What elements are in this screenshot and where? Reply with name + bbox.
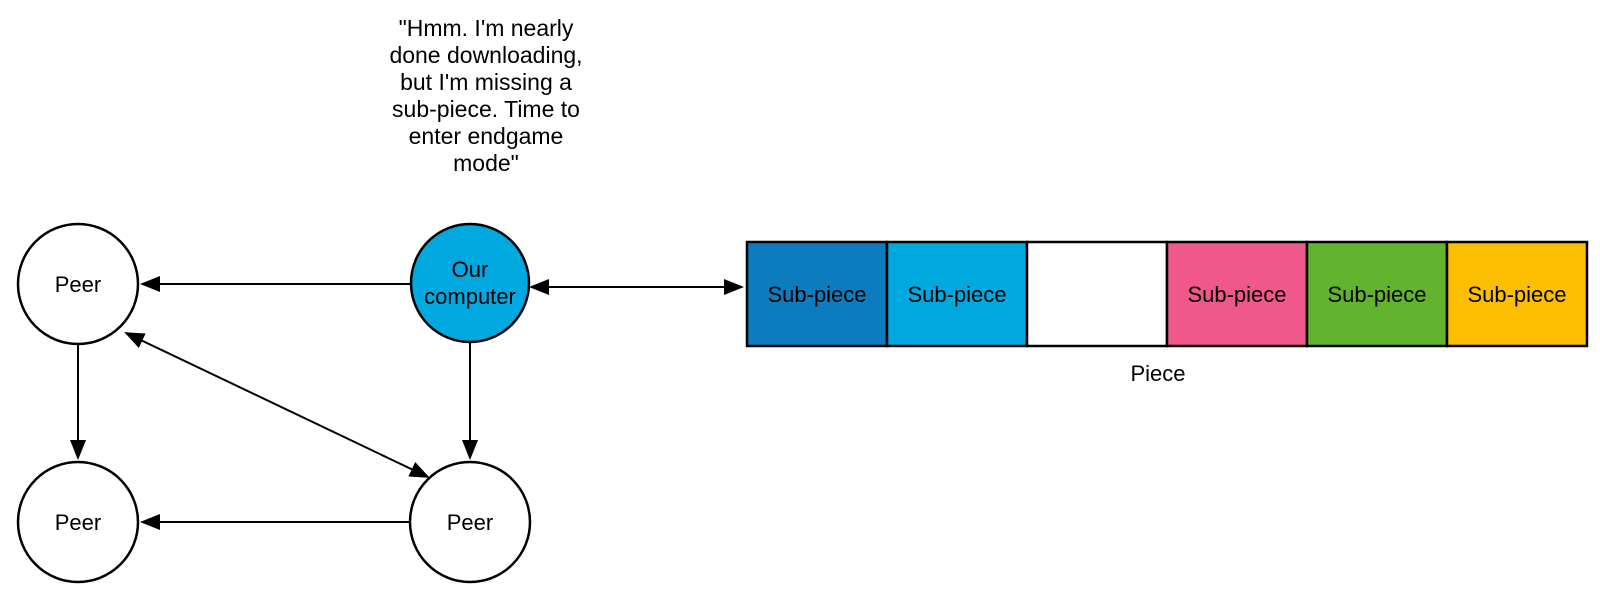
thought-line: but I'm missing a (400, 69, 572, 95)
arrow-peer-top-left-peer-bottom-right-bidirectional (124, 332, 430, 478)
sub-piece-label: Sub-piece (1327, 282, 1426, 307)
peer-circle (408, 460, 532, 584)
node-peer-bottom-left: Peer (16, 460, 140, 584)
sub-piece-label: Sub-piece (1467, 282, 1566, 307)
edges (70, 276, 744, 530)
sub-piece-segment-6 (1445, 240, 1589, 348)
peer-label: Peer (55, 272, 101, 297)
our-computer-label-line1: Our (452, 257, 489, 282)
node-peer-bottom-right: Peer (408, 460, 532, 584)
our-computer-label-line2: computer (424, 284, 516, 309)
piece-caption: Piece (1130, 361, 1185, 386)
sub-piece-segment-4 (1165, 240, 1309, 348)
our-computer-circle (409, 222, 531, 344)
peer-circle (16, 460, 140, 584)
sub-piece-label: Sub-piece (767, 282, 866, 307)
node-peer-top-left: Peer (16, 222, 140, 346)
peer-circle (16, 222, 140, 346)
missing-sub-piece-segment (1025, 240, 1169, 348)
sub-piece-label: Sub-piece (1187, 282, 1286, 307)
thought-line: "Hmm. I'm nearly (399, 15, 574, 41)
peer-label: Peer (55, 510, 101, 535)
thought-line: enter endgame (409, 123, 564, 149)
node-our-computer: Our computer (409, 222, 531, 344)
sub-piece-label: Sub-piece (907, 282, 1006, 307)
peer-label: Peer (447, 510, 493, 535)
piece-bar: Sub-piece Sub-piece Sub-piece Sub-piece … (745, 240, 1589, 386)
thought-text: "Hmm. I'm nearly done downloading, but I… (389, 15, 582, 176)
thought-line: done downloading, (389, 42, 582, 68)
thought-line: sub-piece. Time to (392, 96, 580, 122)
thought-line: mode" (453, 150, 519, 176)
